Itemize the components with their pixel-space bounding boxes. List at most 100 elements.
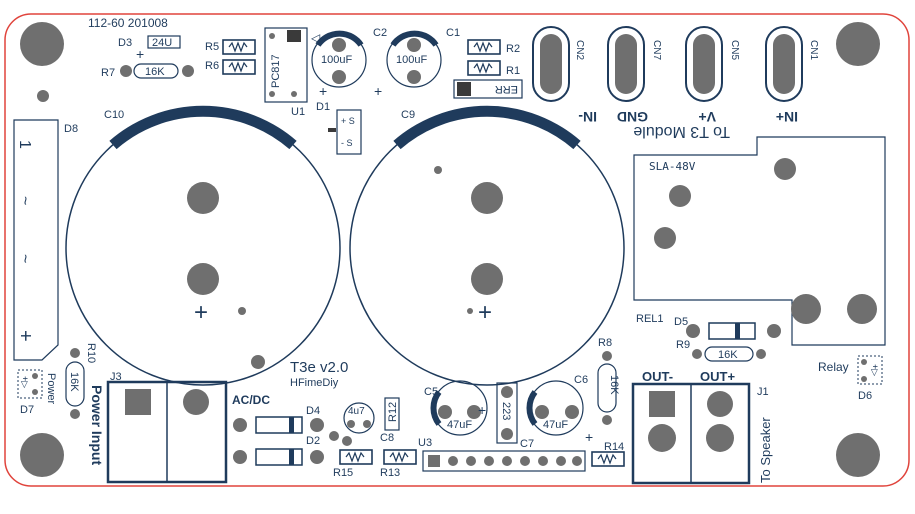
u3-pin-8 (556, 456, 566, 466)
r10-value: 16K (68, 372, 80, 392)
d2-cathode-band (289, 449, 294, 465)
c2-plus: + (319, 83, 327, 99)
u1-via-a (269, 33, 275, 39)
r1-label: R1 (506, 65, 520, 77)
cn7-label: CN7 (651, 40, 662, 60)
j3-pad-square (125, 389, 151, 415)
d4-body (255, 416, 303, 434)
d2-pad-b (310, 450, 324, 464)
r10-pad-a (70, 348, 80, 358)
r5-label: R5 (205, 41, 219, 53)
d5-label: D5 (674, 316, 688, 328)
u1-label: U1 (291, 106, 305, 118)
r15-symbol (345, 451, 365, 463)
r7-pad-b (182, 65, 194, 77)
d1-mark-top: + S (341, 116, 355, 126)
r14-body (591, 451, 625, 467)
r13-label: R13 (380, 467, 400, 479)
c9-plus: + (478, 299, 492, 326)
rel1-pad-d (791, 294, 821, 324)
r6-label: R6 (205, 60, 219, 72)
d8-mark-1: 1 (16, 140, 33, 149)
c5-polarity-band (430, 390, 442, 426)
module-label: To T3 Module (633, 123, 730, 140)
d8-mark-3: ~ (16, 254, 33, 263)
cn5-label: CN5 (729, 40, 740, 60)
board-code: 112-60 201008 (88, 16, 168, 30)
c8-via-a (329, 431, 339, 441)
out-plus-label: OUT+ (700, 369, 735, 384)
cn1-pad (773, 34, 795, 94)
c8-pad-a (347, 420, 355, 428)
u1-triangle-mark: ◁ (311, 31, 321, 45)
c10-pad-a (187, 182, 219, 214)
relay-label: Relay (818, 360, 849, 374)
c8-outline (343, 402, 375, 434)
power-label: Power (45, 373, 57, 405)
u3-outline (422, 450, 586, 472)
power-input-label: Power Input (89, 385, 105, 465)
c7-outline (496, 382, 518, 444)
c6-label: C6 (574, 374, 588, 386)
c2-pad-a (332, 38, 346, 52)
c2-label: C2 (373, 27, 387, 39)
c8-value: 4u7 (348, 406, 365, 417)
d8-label: D8 (64, 123, 78, 135)
c9-pad-a (471, 182, 503, 214)
to-speaker-label: To Speaker (758, 417, 773, 483)
r10-pad-b (70, 409, 80, 419)
rel1-pad-b (774, 158, 796, 180)
cn2-pad (540, 34, 562, 94)
err-led-pad (457, 82, 471, 96)
c10-via (238, 307, 246, 315)
d7-pad-b (32, 389, 38, 395)
title-via (251, 355, 265, 369)
u3-label: U3 (418, 437, 432, 449)
c8-label: C8 (380, 432, 394, 444)
r2-body (467, 39, 501, 55)
board-author: HFimeDiy (290, 377, 339, 389)
d3-label: D3 (118, 37, 132, 49)
cn1-outline (765, 26, 803, 102)
d2-label: D2 (306, 435, 320, 447)
d4-pad-a (233, 418, 247, 432)
acdc-label: AC/DC (232, 393, 270, 407)
r10-label: R10 (85, 343, 97, 363)
mounting-hole-bottom-right (836, 433, 880, 477)
d3-value: 24U (152, 37, 172, 49)
c10-polarity-band (109, 105, 297, 150)
r9-label: R9 (676, 339, 690, 351)
cn5-signal: V+ (698, 109, 716, 125)
err-led-outline (453, 79, 523, 99)
r8-pad-b (602, 415, 612, 425)
c6-value: 47uF (543, 419, 568, 431)
j1-pad-c (648, 424, 676, 452)
sla-label: SLA-48V (649, 160, 696, 173)
d8-outline (13, 119, 59, 361)
c6-pad-b (565, 405, 579, 419)
r5-symbol (228, 41, 248, 53)
r9-pad-b (756, 349, 766, 359)
d6-pad-a (861, 359, 867, 365)
err-label: ERR (495, 83, 518, 95)
r7-pad-a (120, 65, 132, 77)
d3-cathode-mark: + (136, 46, 144, 62)
u1-via-b (269, 91, 275, 97)
r5-body (222, 39, 256, 55)
r2-symbol (473, 41, 493, 53)
r12-body (384, 397, 400, 431)
mounting-hole-top-left (20, 22, 64, 66)
cn2-outline (532, 26, 570, 102)
d6-label: D6 (858, 390, 872, 402)
d1-outline (336, 109, 362, 155)
j1-pad-round (707, 391, 733, 417)
r2-label: R2 (506, 43, 520, 55)
d8-mark-2: ~ (16, 196, 33, 205)
c5-pad-a (438, 405, 452, 419)
r13-body (383, 449, 417, 465)
c10-label: C10 (104, 109, 124, 121)
r8-value: 16K (608, 375, 620, 395)
d5-body (708, 322, 756, 340)
pc817-label: PC817 (270, 54, 282, 88)
